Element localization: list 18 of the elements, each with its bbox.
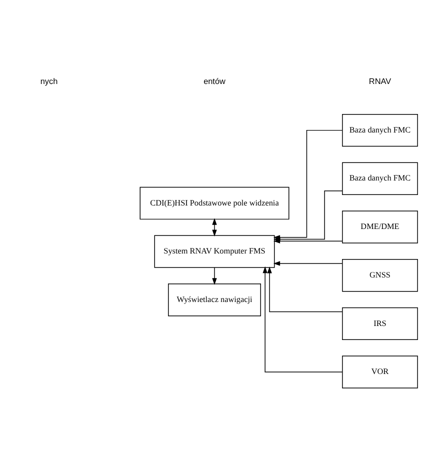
arrow xyxy=(262,266,343,372)
label: RNAV xyxy=(368,76,392,86)
node-box: Baza danych FMC xyxy=(342,113,418,146)
arrow xyxy=(273,238,343,243)
node-box: GNSS xyxy=(342,258,418,292)
node-box: CDI(E)HSI Podstawowe pole widzenia xyxy=(140,186,290,220)
arrow xyxy=(212,266,217,284)
node-box: Wyświetlacz nawigacji xyxy=(168,283,261,316)
node-box: IRS xyxy=(342,306,418,340)
arrow xyxy=(267,266,343,312)
label: entów xyxy=(204,76,226,86)
label: nych xyxy=(40,76,58,86)
node-box: DME/DME xyxy=(342,210,418,243)
node-box: VOR xyxy=(342,355,418,388)
arrow xyxy=(273,260,343,266)
arrow xyxy=(212,218,217,236)
node-box: System RNAV Komputer FMS xyxy=(154,234,275,268)
node-box: Baza danych FMC xyxy=(342,162,418,195)
